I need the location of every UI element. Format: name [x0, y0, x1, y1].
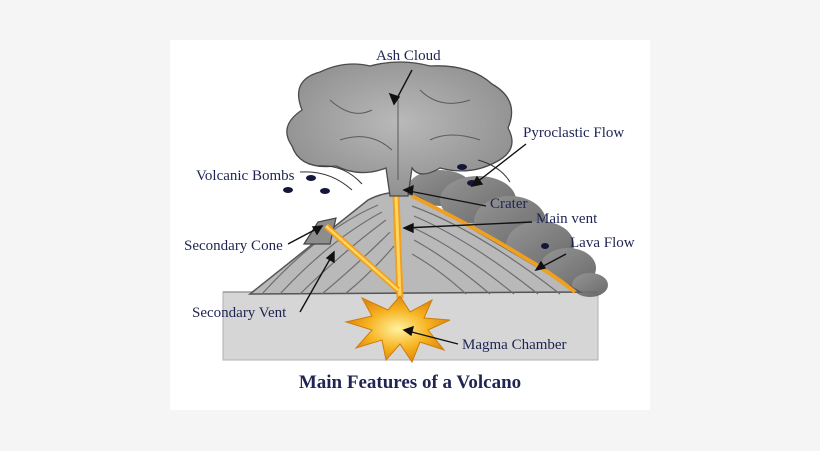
pyroclastic-smoke	[408, 170, 608, 297]
label-ash-cloud: Ash Cloud	[376, 48, 441, 64]
label-lava-flow: Lava Flow	[570, 235, 635, 251]
ash-cloud-shape	[286, 61, 513, 197]
leader-arrows	[287, 69, 567, 345]
label-magma-chamber: Magma Chamber	[462, 337, 567, 353]
label-main-vent: Main vent	[536, 211, 598, 227]
label-crater: Crater	[490, 196, 528, 212]
diagram-title: Main Features of a Volcano	[298, 372, 522, 393]
label-volcanic-bombs: Volcanic Bombs	[196, 168, 295, 184]
label-pyroclastic-flow: Pyroclastic Flow	[523, 125, 625, 141]
label-secondary-cone: Secondary Cone	[184, 238, 283, 254]
label-secondary-vent: Secondary Vent	[192, 305, 287, 321]
lava-flow-stream	[411, 194, 577, 294]
magma-chamber-shape	[344, 295, 451, 364]
